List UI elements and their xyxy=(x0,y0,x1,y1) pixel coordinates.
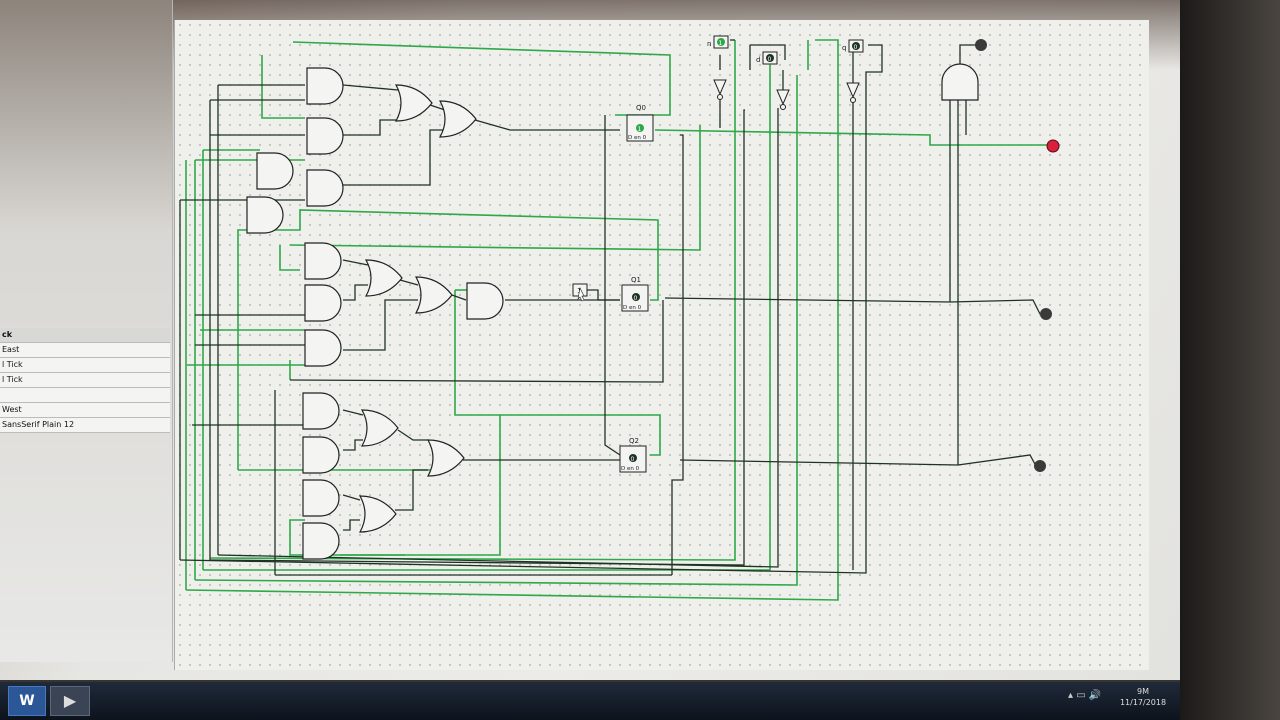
input-n-label: n xyxy=(707,40,711,48)
input-pin-d[interactable]: d 0 xyxy=(756,51,778,65)
word-app-icon[interactable]: W xyxy=(8,686,46,716)
attr-row-font[interactable]: SansSerif Plain 12 xyxy=(0,418,170,433)
flip-flop-q2[interactable]: Q2 0 D en 0 xyxy=(619,437,647,473)
ff-q0-pins: D en 0 xyxy=(628,135,647,141)
attr-header: ck xyxy=(0,328,170,343)
attribute-panel: ck East l Tick l Tick West SansSerif Pla… xyxy=(0,0,173,662)
monitor-bezel xyxy=(1180,0,1280,720)
taskbar-clock[interactable]: 9M 11/17/2018 xyxy=(1118,686,1168,708)
ff-q1-state: 0 xyxy=(634,295,638,302)
input-q-label: q xyxy=(842,44,846,52)
input-d-value: 0 xyxy=(768,56,772,63)
input-pin-mid[interactable]: 1 xyxy=(572,283,588,302)
wires-low xyxy=(179,39,1041,576)
screen: ck East l Tick l Tick West SansSerif Pla… xyxy=(0,0,1193,680)
attribute-table: ck East l Tick l Tick West SansSerif Pla… xyxy=(0,328,170,433)
ff-q2-pins: D en 0 xyxy=(621,466,640,472)
ff-q0-state: 1 xyxy=(638,126,642,133)
clock-time: 9M xyxy=(1137,687,1149,696)
ff-q0-label: Q0 xyxy=(636,104,646,112)
led-output-2 xyxy=(1040,308,1052,320)
led-output-1 xyxy=(1046,139,1060,153)
ff-q2-label: Q2 xyxy=(629,437,639,445)
ff-q1-label: Q1 xyxy=(631,276,641,284)
and-gates[interactable] xyxy=(246,67,504,560)
clock-date: 11/17/2018 xyxy=(1119,698,1167,707)
mouse-cursor-icon xyxy=(577,287,585,302)
taskbar: W ▶ ▴ ▭ 🔊 9M 11/17/2018 xyxy=(0,682,1180,720)
ff-q2-state: 0 xyxy=(631,456,635,463)
play-app-icon[interactable]: ▶ xyxy=(50,686,90,716)
led-output-top xyxy=(975,39,987,51)
input-pin-q[interactable]: q 0 xyxy=(842,39,864,53)
input-n-value: 1 xyxy=(719,40,723,47)
input-pin-n[interactable]: n 1 xyxy=(707,35,729,49)
flip-flop-q0[interactable]: Q0 1 D en 0 xyxy=(626,104,654,142)
output-and-gate[interactable] xyxy=(941,63,979,101)
wires-high xyxy=(185,39,1053,601)
attr-row-tick-1[interactable]: l Tick xyxy=(0,358,170,373)
led-output-3 xyxy=(1034,460,1046,472)
or-gates[interactable] xyxy=(359,84,477,533)
ff-q1-pins: D en 0 xyxy=(623,305,642,311)
circuit-drawing[interactable]: Q0 1 D en 0 Q1 0 D en 0 Q2 0 D en 0 n 1 xyxy=(0,0,1180,680)
attr-row-label-loc[interactable]: West xyxy=(0,403,170,418)
flip-flop-q1[interactable]: Q1 0 D en 0 xyxy=(621,276,649,312)
system-tray-icons[interactable]: ▴ ▭ 🔊 xyxy=(1068,690,1102,701)
not-gates[interactable] xyxy=(713,79,860,110)
attr-row-empty[interactable] xyxy=(0,388,170,403)
attr-row-facing[interactable]: East xyxy=(0,343,170,358)
attr-row-tick-2[interactable]: l Tick xyxy=(0,373,170,388)
input-q-value: 0 xyxy=(854,44,858,51)
input-d-label: d xyxy=(756,56,760,64)
